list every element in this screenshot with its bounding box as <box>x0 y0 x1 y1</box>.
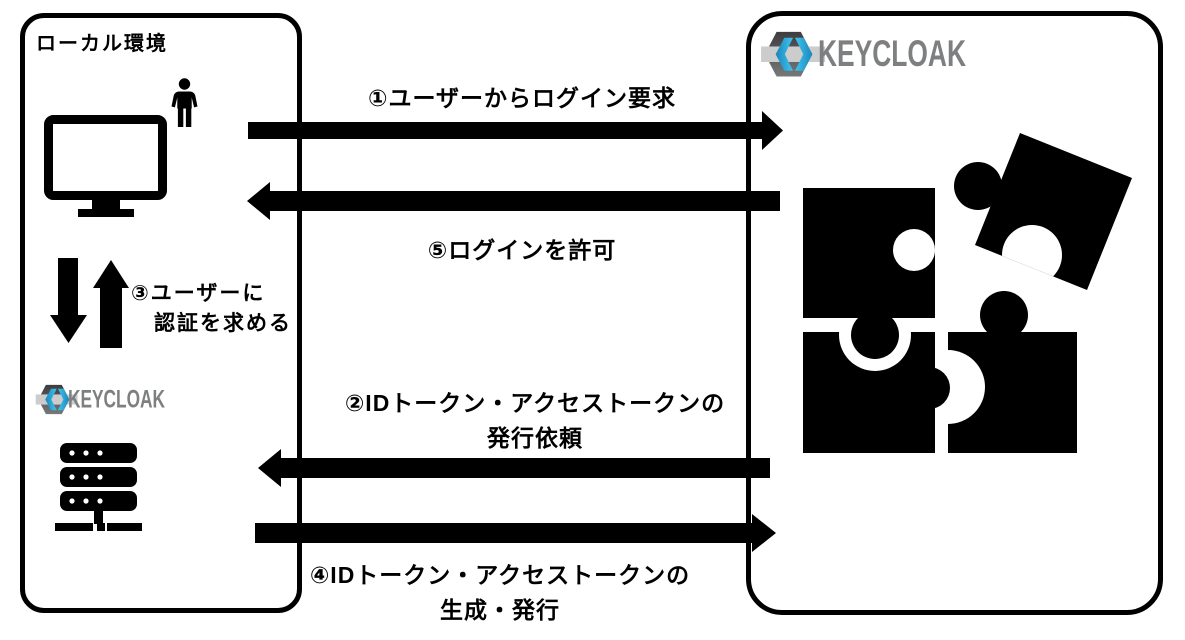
flow-label-step4: ④IDトークン・アクセストークンの 生成・発行 <box>250 558 750 628</box>
flow-label-step4-line2: 生成・発行 <box>440 597 560 623</box>
flow-arrow-step1-right <box>248 111 783 150</box>
keycloak-server-box <box>746 11 1163 615</box>
flow-arrows <box>247 111 783 552</box>
flow-label-step1: ①ユーザーからログイン要求 <box>367 85 676 111</box>
flow-label-step5: ⑤ログインを許可 <box>427 237 617 263</box>
flow-label-step3-line2: 認証を求める <box>154 312 292 335</box>
flow-label-step2: ②IDトークン・アクセストークンの 発行依頼 <box>285 386 785 456</box>
flow-arrow-step5-left <box>247 182 780 220</box>
flow-label-step4-line1: ④IDトークン・アクセストークンの <box>309 562 691 588</box>
flow-label-step3-line1: ③ユーザーに <box>131 282 266 305</box>
local-env-title: ローカル環境 <box>36 33 168 55</box>
flow-label-step3: ③ユーザーに 認証を求める <box>131 279 292 339</box>
flow-label-step2-line2: 発行依頼 <box>487 425 583 451</box>
flow-label-step2-line1: ②IDトークン・アクセストークンの <box>344 390 726 416</box>
flow-arrow-step4-right <box>255 514 776 552</box>
